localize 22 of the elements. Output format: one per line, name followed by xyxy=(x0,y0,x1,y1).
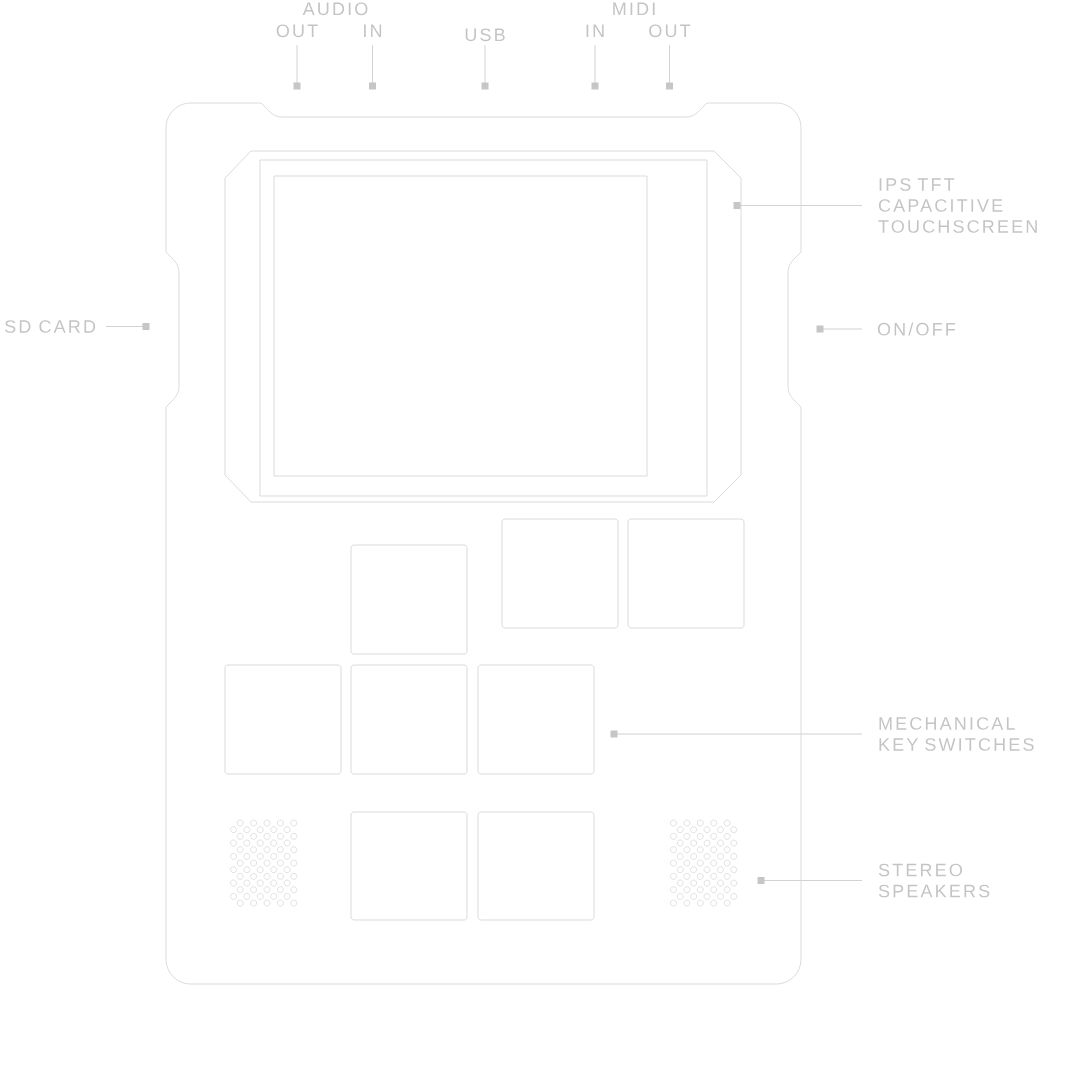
leader-line xyxy=(105,323,150,330)
callout-text: IN xyxy=(364,24,382,37)
callout-text: STEREO SPEAKERS xyxy=(878,863,990,898)
callout-text: SD CARD xyxy=(5,320,96,333)
callout-text: IPS TFT CAPACITIVE TOUCHSCREEN xyxy=(878,178,1037,233)
callout-text: USB xyxy=(465,28,505,42)
callout-text: MECHANICAL KEY SWITCHES xyxy=(879,717,1034,751)
callout-text: IN xyxy=(586,24,604,37)
leader-line xyxy=(666,44,673,90)
leader-line xyxy=(591,44,599,90)
callout-text: OUT xyxy=(649,24,691,38)
leader-line xyxy=(610,730,863,738)
callout-text: ON/OFF xyxy=(877,322,956,336)
callout-text: OUT xyxy=(276,24,318,38)
leader-line xyxy=(369,44,376,90)
group-label: MIDI xyxy=(613,2,655,15)
group-label: AUDIO xyxy=(302,2,368,16)
leader-line xyxy=(293,44,301,90)
leader-line xyxy=(481,44,489,90)
leader-line xyxy=(816,325,863,333)
leader-line xyxy=(757,877,863,884)
leader-line xyxy=(733,202,863,209)
